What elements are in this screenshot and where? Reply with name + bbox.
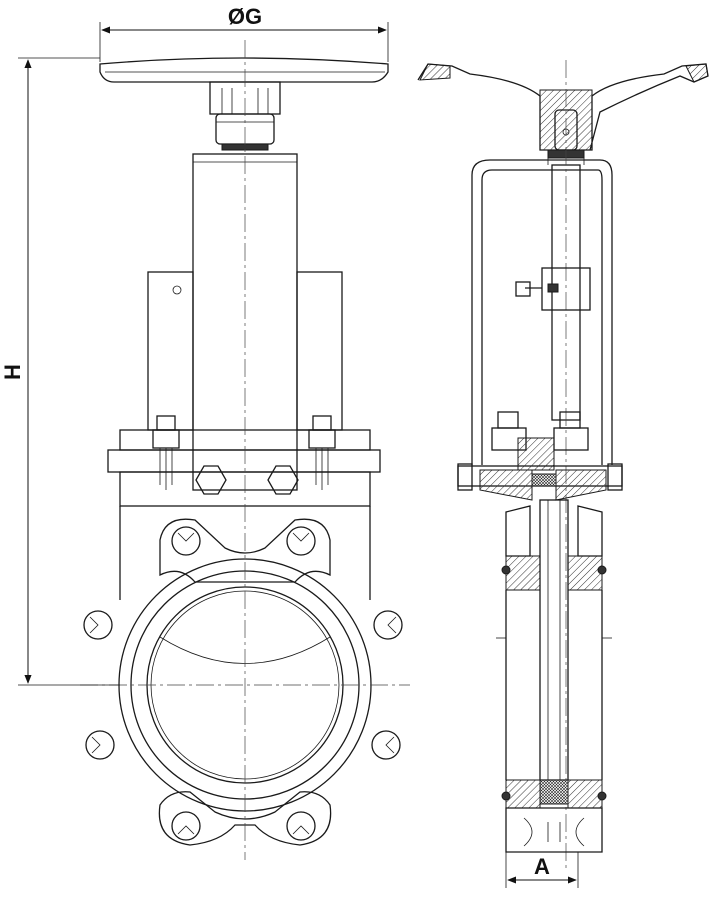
- body-section: [496, 499, 612, 853]
- dimension-g: ØG: [99, 4, 389, 62]
- handwheel-section: [417, 63, 709, 165]
- handwheel: [99, 57, 389, 151]
- bonnet-section: [457, 411, 623, 501]
- bonnet-flange: [107, 415, 381, 507]
- yoke-frame: [471, 60, 613, 870]
- front-view: [80, 40, 410, 860]
- dimension-label-a: A: [534, 854, 550, 879]
- valve-body: [83, 506, 403, 846]
- side-view: [417, 60, 709, 870]
- dimension-label-g: ØG: [228, 4, 262, 29]
- dimension-label-h: H: [0, 364, 25, 380]
- dimension-a: A: [505, 852, 579, 888]
- dimension-h: H: [0, 57, 120, 686]
